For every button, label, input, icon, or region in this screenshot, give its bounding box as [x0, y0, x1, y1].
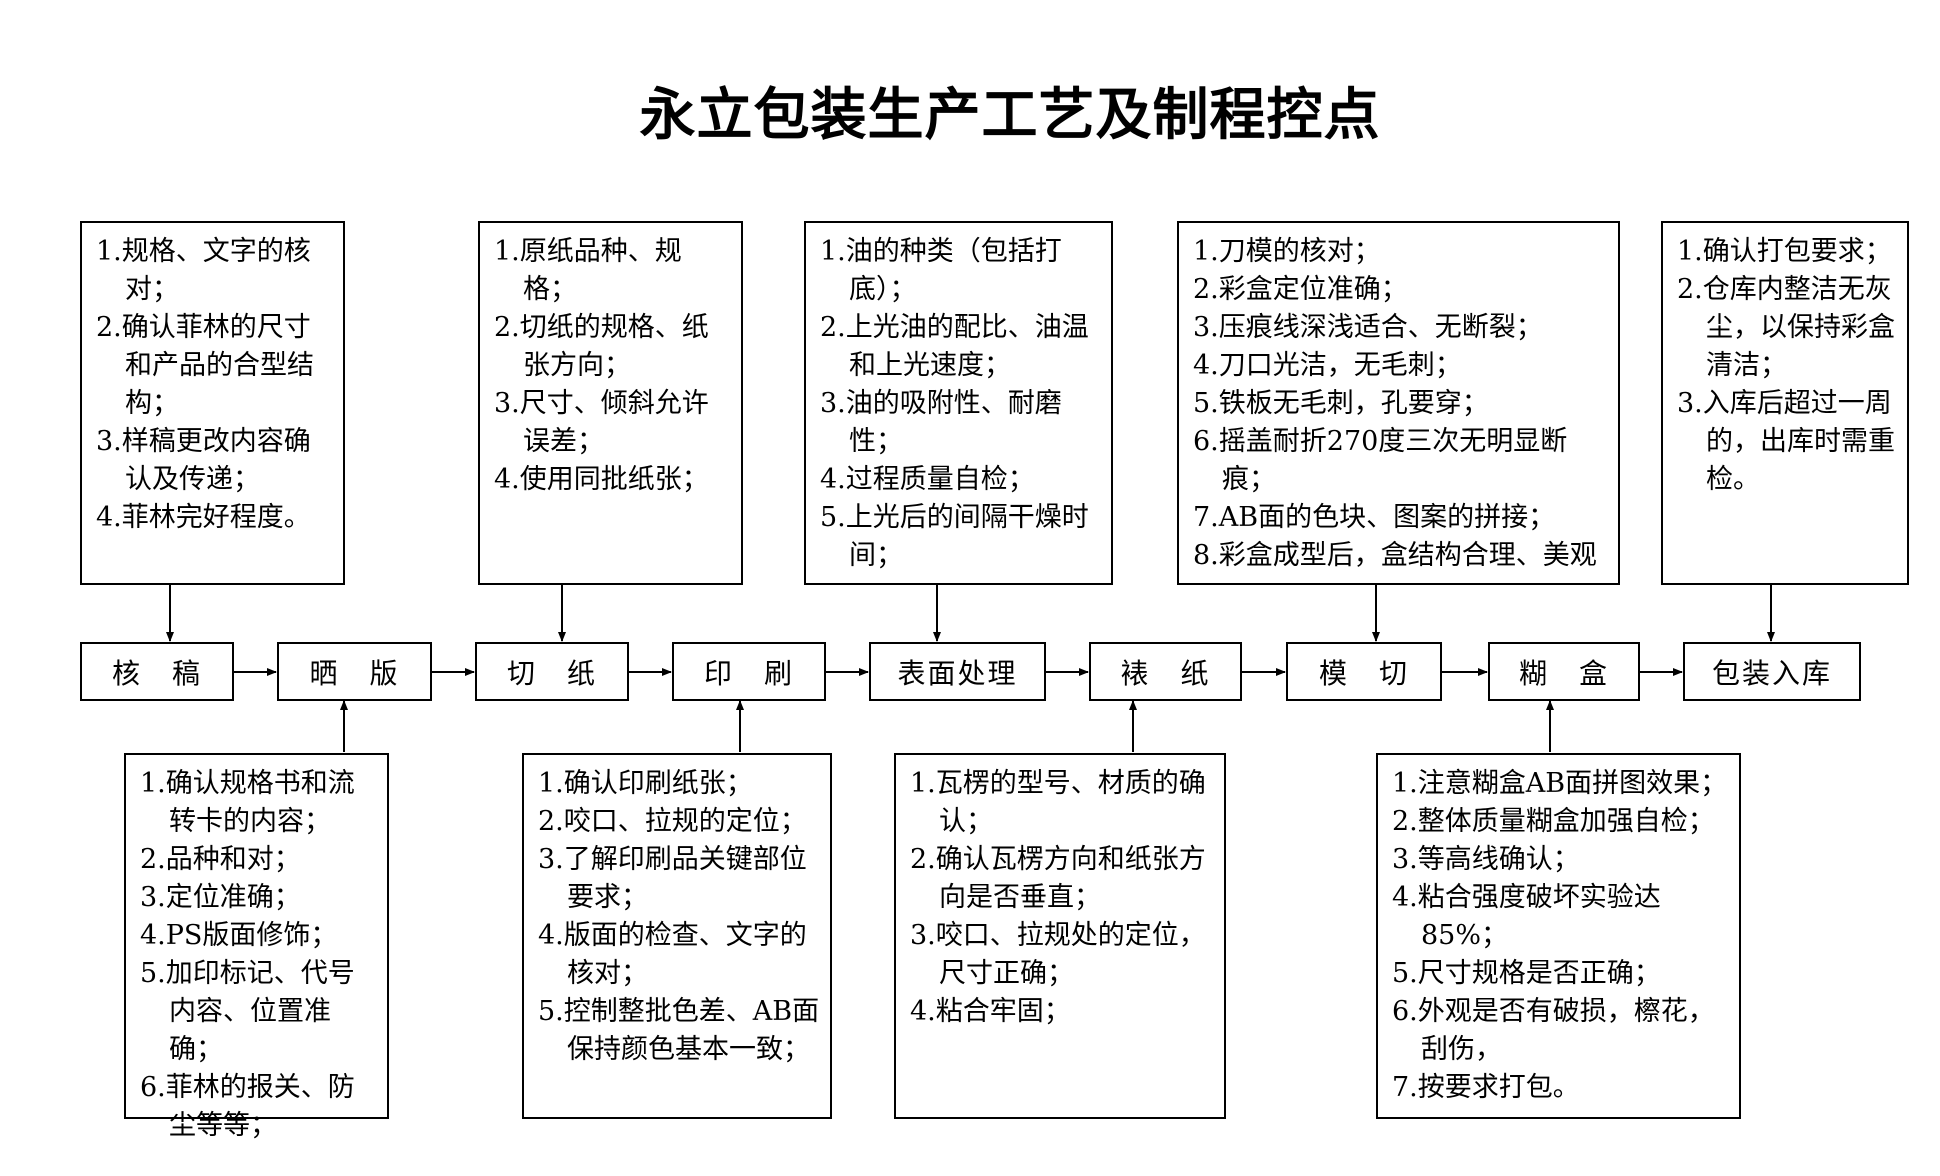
- note-item: 3.定位准确；: [140, 882, 301, 913]
- top-note-paper-cutting: 1.原纸品种、规格； 2.切纸的规格、纸张方向； 3.尺寸、倾斜允许误差； 4.…: [478, 221, 743, 585]
- note-item: 2.品种和对；: [140, 844, 301, 875]
- note-item: 4.菲林完好程度。: [96, 502, 311, 533]
- note-item: 7.按要求打包。: [1392, 1072, 1580, 1103]
- note-item: 1.注意糊盒AB面拼图效果；: [1392, 768, 1728, 799]
- note-item: 4.粘合牢固；: [910, 996, 1071, 1027]
- note-item: 4.版面的检查、文字的核对；: [538, 920, 807, 989]
- note-item: 6.摇盖耐折270度三次无明显断痕；: [1193, 426, 1568, 495]
- note-item: 3.尺寸、倾斜允许误差；: [494, 388, 709, 457]
- note-item: 6.外观是否有破损，檫花，刮伤，: [1392, 996, 1715, 1065]
- top-note-packing-storage: 1.确认打包要求； 2.仓库内整洁无灰尘，以保持彩盒清洁； 3.入库后超过一周的…: [1661, 221, 1909, 585]
- note-item: 2.整体质量糊盒加强自检；: [1392, 806, 1715, 837]
- bottom-note-printing: 1.确认印刷纸张； 2.咬口、拉规的定位； 3.了解印刷品关键部位要求； 4.版…: [522, 753, 832, 1119]
- step-die-cutting: 模 切: [1286, 642, 1442, 701]
- bottom-note-box-gluing: 1.注意糊盒AB面拼图效果； 2.整体质量糊盒加强自检； 3.等高线确认； 4.…: [1376, 753, 1741, 1119]
- note-item: 2.上光油的配比、油温和上光速度；: [820, 312, 1089, 381]
- note-item: 4.PS版面修饰；: [140, 920, 338, 951]
- note-item: 2.确认菲林的尺寸和产品的合型结构；: [96, 312, 314, 419]
- note-item: 3.样稿更改内容确认及传递；: [96, 426, 311, 495]
- note-item: 2.确认瓦楞方向和纸张方向是否垂直；: [910, 844, 1206, 913]
- note-item: 4.使用同批纸张；: [494, 464, 709, 495]
- note-item: 1.确认打包要求；: [1677, 236, 1892, 267]
- note-item: 6.菲林的报关、防尘等等；: [140, 1072, 355, 1141]
- step-box-gluing: 糊 盒: [1488, 642, 1640, 701]
- top-note-die-cutting: 1.刀模的核对； 2.彩盒定位准确； 3.压痕线深浅适合、无断裂； 4.刀口光洁…: [1177, 221, 1620, 585]
- note-item: 3.了解印刷品关键部位要求；: [538, 844, 807, 913]
- step-surface-treatment: 表面处理: [869, 642, 1046, 701]
- note-item: 5.上光后的间隔干燥时间；: [820, 502, 1089, 571]
- note-item: 2.切纸的规格、纸张方向；: [494, 312, 709, 381]
- note-item: 1.油的种类（包括打底）；: [820, 236, 1062, 305]
- note-item: 1.确认规格书和流转卡的内容；: [140, 768, 355, 837]
- note-item: 5.铁板无毛刺，孔要穿；: [1193, 388, 1489, 419]
- note-item: 3.咬口、拉规处的定位，尺寸正确；: [910, 920, 1206, 989]
- note-item: 7.AB面的色块、图案的拼接；: [1193, 502, 1556, 533]
- note-item: 1.原纸品种、规格；: [494, 236, 682, 305]
- step-review: 核 稿: [80, 642, 234, 701]
- step-packing-storage: 包装入库: [1683, 642, 1861, 701]
- note-item: 5.控制整批色差、AB面保持颜色基本一致；: [538, 996, 820, 1065]
- bottom-note-laminating: 1.瓦楞的型号、材质的确认； 2.确认瓦楞方向和纸张方向是否垂直； 3.咬口、拉…: [894, 753, 1226, 1119]
- note-item: 2.仓库内整洁无灰尘，以保持彩盒清洁；: [1677, 274, 1895, 381]
- top-note-surface-treatment: 1.油的种类（包括打底）； 2.上光油的配比、油温和上光速度； 3.油的吸附性、…: [804, 221, 1113, 585]
- note-item: 4.粘合强度破坏实验达85%；: [1392, 882, 1661, 951]
- note-item: 5.尺寸规格是否正确；: [1392, 958, 1661, 989]
- note-item: 2.彩盒定位准确；: [1193, 274, 1408, 305]
- page-title: 永立包装生产工艺及制程控点: [639, 82, 1381, 148]
- note-item: 3.油的吸附性、耐磨性；: [820, 388, 1062, 457]
- step-laminating: 裱 纸: [1089, 642, 1242, 701]
- note-item: 1.瓦楞的型号、材质的确认；: [910, 768, 1206, 837]
- note-item: 2.咬口、拉规的定位；: [538, 806, 807, 837]
- step-printing: 印 刷: [672, 642, 826, 701]
- note-item: 3.压痕线深浅适合、无断裂；: [1193, 312, 1543, 343]
- note-item: 4.刀口光洁，无毛刺；: [1193, 350, 1462, 381]
- note-item: 8.彩盒成型后，盒结构合理、美观: [1193, 540, 1597, 571]
- bottom-note-plate-making: 1.确认规格书和流转卡的内容； 2.品种和对； 3.定位准确； 4.PS版面修饰…: [124, 753, 389, 1141]
- note-item: 1.确认印刷纸张；: [538, 768, 753, 799]
- note-item: 3.等高线确认；: [1392, 844, 1580, 875]
- step-paper-cutting: 切 纸: [475, 642, 629, 701]
- step-plate-making: 晒 版: [277, 642, 432, 701]
- note-item: 3.入库后超过一周的，出库时需重检。: [1677, 388, 1895, 495]
- note-item: 4.过程质量自检；: [820, 464, 1035, 495]
- note-item: 1.刀模的核对；: [1193, 236, 1381, 267]
- note-item: 5.加印标记、代号内容、位置准确；: [140, 958, 355, 1065]
- top-note-review: 1.规格、文字的核对； 2.确认菲林的尺寸和产品的合型结构； 3.样稿更改内容确…: [80, 221, 345, 585]
- note-item: 1.规格、文字的核对；: [96, 236, 311, 305]
